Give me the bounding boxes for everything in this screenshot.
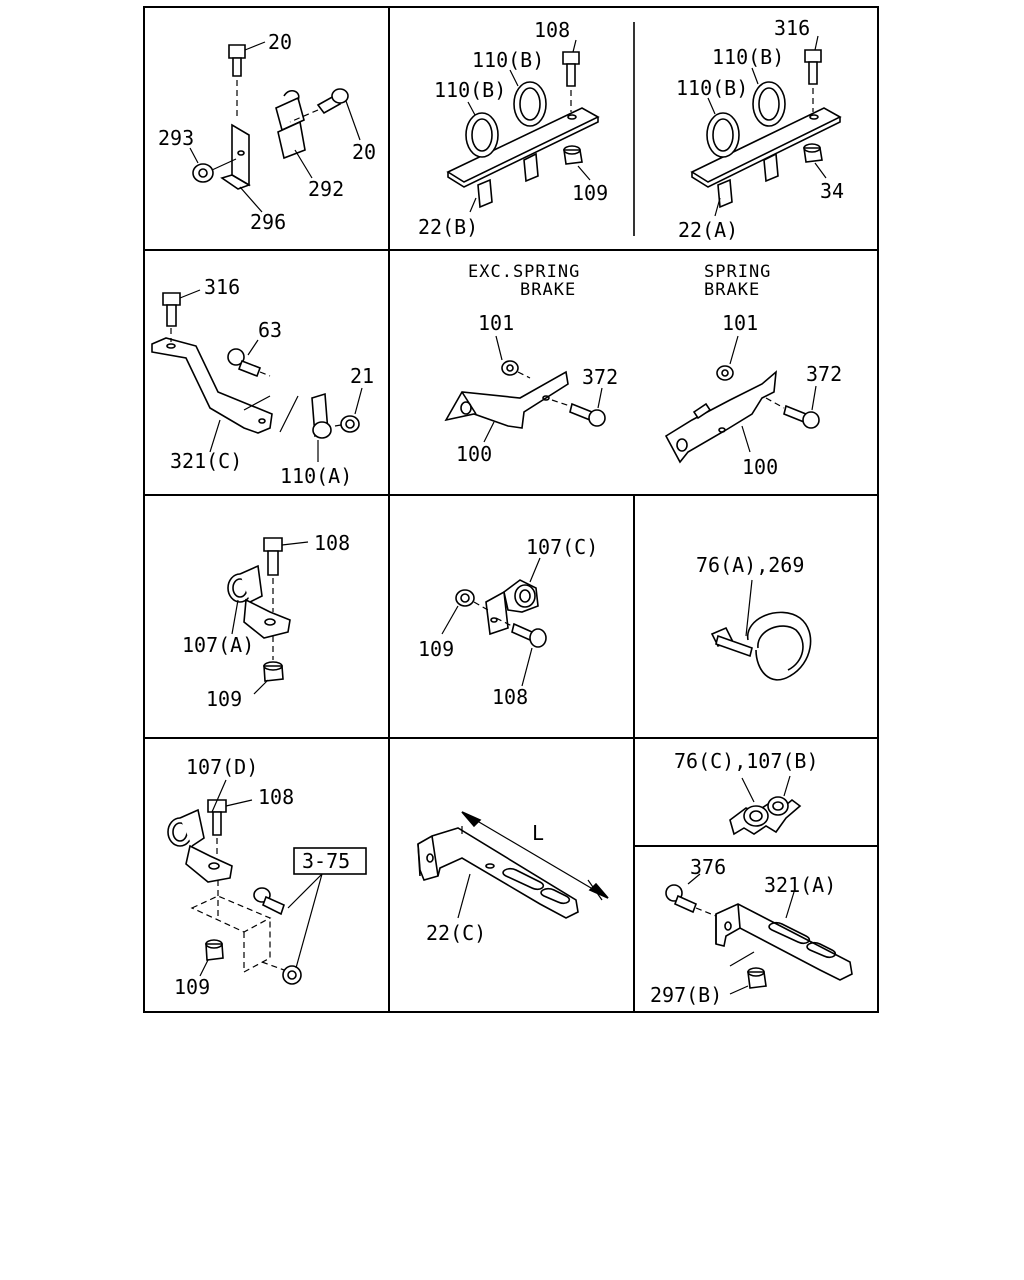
callout-107c: 107(C) <box>526 535 598 559</box>
cell-clamp-22a: 316 110(B) 110(B) 34 22(A) <box>676 16 844 242</box>
cell-bracket-22c: L 22(C) <box>417 811 609 945</box>
callout-76a-269: 76(A),269 <box>696 553 804 577</box>
reference-box-3-75: 3-75 <box>302 849 350 873</box>
cell-bracket-296: 20 20 293 292 296 <box>158 30 376 234</box>
callout-293: 293 <box>158 126 194 150</box>
callout-20-right: 20 <box>352 140 376 164</box>
heading-brake: BRAKE <box>704 280 760 300</box>
cell-clip-76c: 76(C),107(B) <box>674 749 819 836</box>
callout-101: 101 <box>478 311 514 335</box>
callout-22b: 22(B) <box>418 215 478 239</box>
callout-108: 108 <box>258 785 294 809</box>
callout-101: 101 <box>722 311 758 335</box>
callout-108: 108 <box>492 685 528 709</box>
callout-22a: 22(A) <box>678 218 738 242</box>
callout-22c: 22(C) <box>426 921 486 945</box>
callout-109: 109 <box>206 687 242 711</box>
cell-clip-107c: 107(C) 109 108 <box>418 535 598 709</box>
cell-spring-brake: SPRING BRAKE 101 372 100 <box>664 262 842 479</box>
callout-316: 316 <box>774 16 810 40</box>
callout-107d: 107(D) <box>186 755 258 779</box>
cell-exc-spring-brake: EXC.SPRING BRAKE 101 372 100 <box>444 262 618 466</box>
callout-110b-upper: 110(B) <box>712 45 784 69</box>
callout-76c-107b: 76(C),107(B) <box>674 749 819 773</box>
callout-321a: 321(A) <box>764 873 836 897</box>
callout-108: 108 <box>534 18 570 42</box>
heading-exc-spring: EXC.SPRING <box>468 262 580 282</box>
callout-110b-upper: 110(B) <box>472 48 544 72</box>
callout-108: 108 <box>314 531 350 555</box>
cell-bracket-321c: 316 63 21 321(C) 110(A) <box>151 275 374 488</box>
dimension-l: L <box>532 821 544 845</box>
callout-372: 372 <box>582 365 618 389</box>
callout-20-top: 20 <box>268 30 292 54</box>
callout-63: 63 <box>258 318 282 342</box>
heading-spring: SPRING <box>704 262 771 282</box>
cell-clip-107d: 107(D) 108 3-75 109 <box>167 755 367 999</box>
callout-100: 100 <box>456 442 492 466</box>
callout-110b-lower: 110(B) <box>676 76 748 100</box>
callout-297b: 297(B) <box>650 983 722 1007</box>
callout-321c: 321(C) <box>170 449 242 473</box>
callout-376: 376 <box>690 855 726 879</box>
cell-clamp-22b: 108 110(B) 110(B) 109 22(B) <box>418 18 608 239</box>
callout-109: 109 <box>174 975 210 999</box>
callout-34: 34 <box>820 179 844 203</box>
callout-316: 316 <box>204 275 240 299</box>
callout-107a: 107(A) <box>182 633 254 657</box>
cell-band-76a: 76(A),269 <box>696 553 812 681</box>
callout-21: 21 <box>350 364 374 388</box>
callout-296: 296 <box>250 210 286 234</box>
heading-brake: BRAKE <box>520 280 576 300</box>
cell-clip-107a: 108 107(A) 109 <box>182 531 350 711</box>
callout-100: 100 <box>742 455 778 479</box>
diagram-grid <box>143 6 879 1013</box>
callout-292: 292 <box>308 177 344 201</box>
callout-110b-lower: 110(B) <box>434 78 506 102</box>
callout-372: 372 <box>806 362 842 386</box>
callout-109: 109 <box>418 637 454 661</box>
callout-110a: 110(A) <box>280 464 352 488</box>
cell-bracket-321a: 376 321(A) 297(B) <box>650 855 853 1007</box>
callout-109: 109 <box>572 181 608 205</box>
